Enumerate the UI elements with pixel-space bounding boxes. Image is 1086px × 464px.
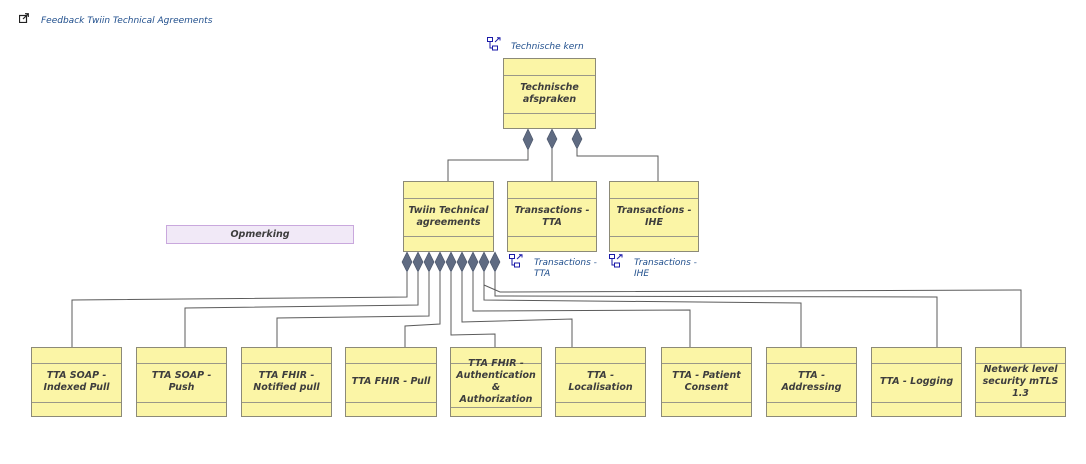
leaf-box-tta-soap-push[interactable]: TTA SOAP - Push [136, 347, 227, 417]
compartment-divider [767, 363, 856, 364]
box-label: TTA FHIR - Notified pull [253, 370, 320, 393]
composition-diamond [456, 251, 468, 273]
connector-twiin-leaf-8 [483, 272, 802, 347]
compartment-divider [32, 402, 121, 403]
compartment-divider [872, 363, 961, 364]
note-label: Opmerking [230, 229, 290, 240]
compartment-divider [346, 363, 436, 364]
transactions-tta-link[interactable]: Transactions - TTA [534, 258, 597, 279]
compartment-divider [662, 363, 751, 364]
compartment-divider [404, 236, 493, 237]
box-label: TTA - Logging [879, 376, 954, 387]
connector-root-twiin [447, 150, 529, 181]
compartment-divider [504, 113, 595, 114]
opmerking-note[interactable]: Opmerking [166, 225, 354, 244]
composition-diamond [478, 251, 490, 273]
external-link-icon[interactable] [19, 13, 29, 23]
connector-twiin-leaf-5 [450, 272, 496, 347]
composition-diamond [489, 251, 501, 273]
box-label: Twiin Technical agreements [408, 204, 489, 228]
box-label: Transactions - TTA [514, 204, 590, 228]
leaf-box-netwerk-level-security[interactable]: Netwerk level security mTLS 1.3 [975, 347, 1066, 417]
compartment-divider [610, 198, 698, 199]
compartment-divider [404, 198, 493, 199]
composition-diamond [571, 128, 583, 150]
compartment-divider [610, 236, 698, 237]
box-label: TTA - Addressing [781, 370, 842, 393]
compartment-divider [556, 402, 645, 403]
box-label: TTA FHIR - Authentication & Authorizatio… [456, 358, 536, 405]
box-label: TTA SOAP - Push [151, 370, 212, 393]
twiin-technical-agreements-box[interactable]: Twiin Technical agreements [403, 181, 494, 252]
transactions-tta-box[interactable]: Transactions - TTA [507, 181, 597, 252]
transactions-ihe-link[interactable]: Transactions - IHE [634, 258, 697, 279]
leaf-box-tta-soap-indexed-pull[interactable]: TTA SOAP - Indexed Pull [31, 347, 122, 417]
composition-diamond [467, 251, 479, 273]
technische-afspraken-box[interactable]: Technische afspraken [503, 58, 596, 129]
compartment-divider [346, 402, 436, 403]
leaf-box-tta-fhir-notified-pull[interactable]: TTA FHIR - Notified pull [241, 347, 332, 417]
connector-twiin-leaf-2 [184, 272, 419, 347]
connector-twiin-leaf-10 [483, 284, 1022, 347]
compartment-divider [504, 75, 595, 76]
compartment-divider [508, 198, 596, 199]
connector-twiin-leaf-6 [461, 272, 573, 347]
composition-diamond [401, 251, 413, 273]
compartment-divider [451, 363, 541, 364]
feedback-link[interactable]: Feedback Twiin Technical Agreements [41, 16, 213, 26]
transactions-ihe-box[interactable]: Transactions - IHE [609, 181, 699, 252]
box-label: Transactions - IHE [616, 204, 692, 228]
compartment-divider [556, 363, 645, 364]
composition-diamond [445, 251, 457, 273]
diagram-link-icon[interactable] [609, 254, 623, 268]
compartment-divider [242, 363, 331, 364]
compartment-divider [976, 363, 1065, 364]
compartment-divider [662, 402, 751, 403]
composition-diamond [546, 128, 558, 150]
box-label: TTA - Localisation [568, 370, 633, 393]
compartment-divider [767, 402, 856, 403]
compartment-divider [451, 407, 541, 408]
leaf-box-tta-fhir-pull[interactable]: TTA FHIR - Pull [345, 347, 437, 417]
composition-diamond [412, 251, 424, 273]
box-label: Netwerk level security mTLS 1.3 [982, 364, 1059, 399]
connector-twiin-leaf-4 [404, 272, 441, 347]
leaf-box-tta-addressing[interactable]: TTA - Addressing [766, 347, 857, 417]
compartment-divider [976, 402, 1065, 403]
composition-diamond [423, 251, 435, 273]
connector-twiin-leaf-9 [494, 272, 938, 347]
diagram-link-icon[interactable] [509, 254, 523, 268]
box-label: TTA SOAP - Indexed Pull [43, 370, 110, 393]
leaf-box-tta-fhir-authentication-authorization[interactable]: TTA FHIR - Authentication & Authorizatio… [450, 347, 542, 417]
composition-diamond [522, 128, 534, 151]
box-label: TTA FHIR - Pull [351, 376, 431, 387]
compartment-divider [872, 402, 961, 403]
connector-twiin-leaf-3 [276, 272, 430, 347]
leaf-box-tta-patient-consent[interactable]: TTA - Patient Consent [661, 347, 752, 417]
connector-root-trans-ihe [576, 149, 659, 181]
diagram-link-icon[interactable] [487, 37, 501, 51]
composition-diamond [434, 251, 446, 273]
connector-twiin-leaf-1 [71, 272, 408, 347]
compartment-divider [137, 363, 226, 364]
box-label: TTA - Patient Consent [672, 370, 741, 393]
compartment-divider [242, 402, 331, 403]
technische-kern-link[interactable]: Technische kern [511, 42, 584, 52]
compartment-divider [508, 236, 596, 237]
connector-twiin-leaf-7 [472, 272, 691, 347]
compartment-divider [137, 402, 226, 403]
compartment-divider [32, 363, 121, 364]
leaf-box-tta-localisation[interactable]: TTA - Localisation [555, 347, 646, 417]
box-label: Technische afspraken [520, 81, 579, 105]
leaf-box-tta-logging[interactable]: TTA - Logging [871, 347, 962, 417]
